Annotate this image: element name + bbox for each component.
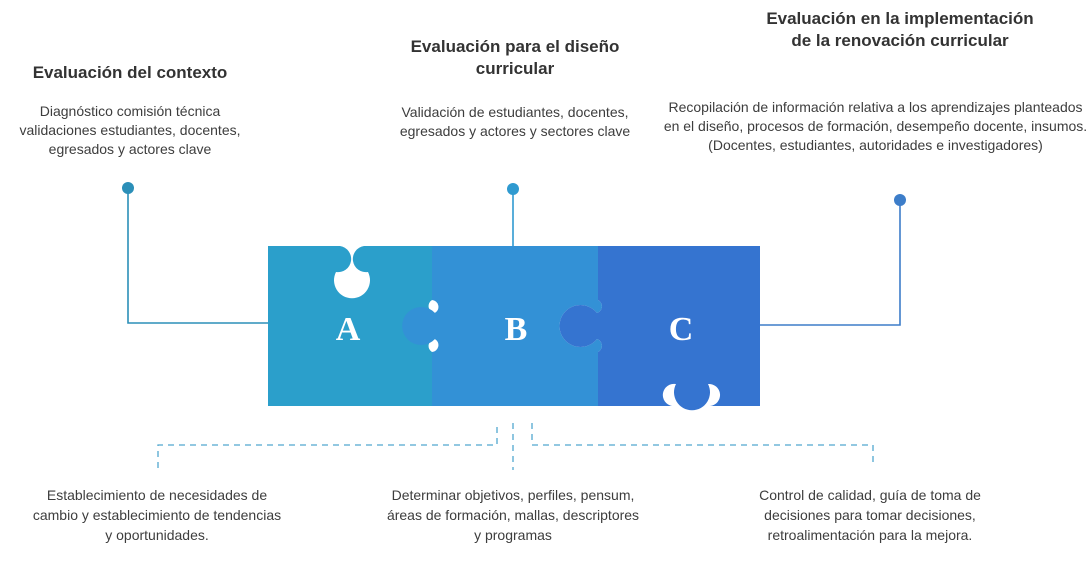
heading-implementation: Evaluación en la implementación de la re…	[766, 9, 1034, 50]
piece-letter-a: A	[336, 311, 361, 348]
connector-a	[122, 182, 268, 324]
connector-c	[760, 194, 906, 326]
description-context: Diagnóstico comisión técnica validacione…	[19, 103, 241, 157]
description-design: Validación de estudiantes, docentes, egr…	[399, 104, 631, 139]
dashed-brackets	[157, 423, 874, 470]
heading-context: Evaluación del contexto	[32, 63, 228, 82]
puzzle-piece-b	[402, 246, 602, 406]
description-implementation: Recopilación de información relativa a l…	[663, 99, 1088, 153]
bottom-text-design: Determinar objetivos, perfiles, pensum, …	[386, 487, 640, 543]
heading-design: Evaluación para el diseño curricular	[410, 37, 620, 78]
connector-b	[507, 183, 519, 246]
puzzle-piece-a	[268, 246, 468, 406]
bottom-text-implementation: Control de calidad, guía de toma de deci…	[759, 487, 981, 543]
piece-letter-c: C	[669, 311, 694, 348]
piece-letter-b: B	[505, 311, 528, 348]
bottom-text-context: Establecimiento de necesidades de cambio…	[32, 487, 282, 543]
puzzle-piece-c	[559, 246, 760, 411]
